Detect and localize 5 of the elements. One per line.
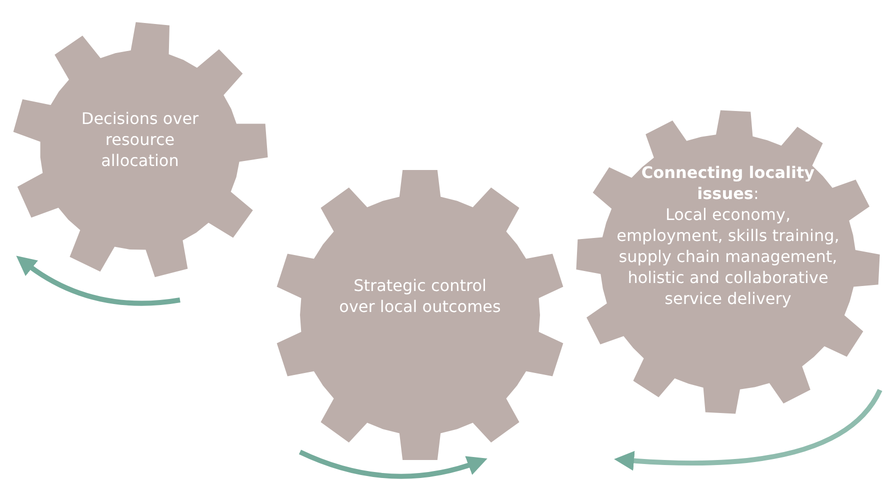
gear-text: Decisions over resource allocation [80, 108, 200, 171]
gear-text: Local economy, employment, skills training, supply chain management, holistic and collaborative service delivery [616, 204, 840, 309]
gear-text: Strategic control over local outcomes [338, 275, 502, 317]
gear-heading: Connecting locality issues: [640, 162, 816, 204]
gear-shape [574, 108, 882, 416]
